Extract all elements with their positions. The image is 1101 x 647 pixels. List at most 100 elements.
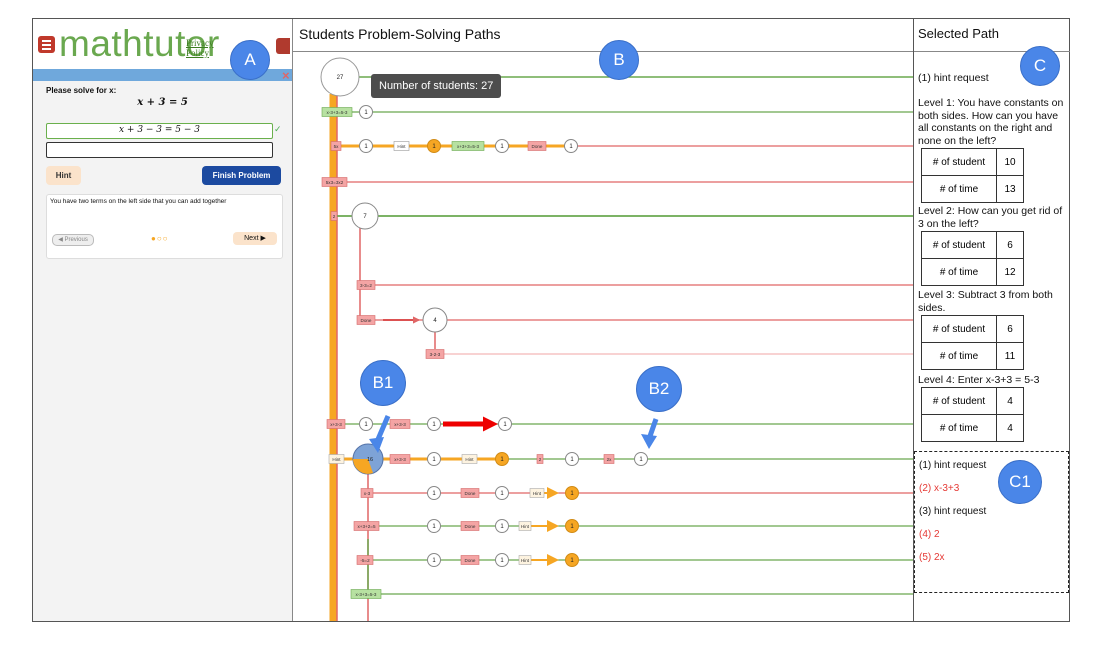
path-node-label: 1 bbox=[364, 110, 368, 116]
student-count-label: # of student bbox=[921, 315, 997, 343]
edge-label-box bbox=[393, 141, 410, 151]
student-count: 6 bbox=[996, 315, 1024, 343]
path-node[interactable]: 1 bbox=[565, 452, 579, 466]
edge-label-text: 5x bbox=[334, 144, 340, 149]
hint-level-4: Level 4: Enter x-3+3 = 5-3 bbox=[918, 374, 1040, 386]
path-node-circle bbox=[565, 553, 579, 567]
edge-label-text: x+3-3 bbox=[394, 457, 406, 462]
solution-step-text: x + 3 − 3 = 5 − 3 bbox=[118, 125, 201, 135]
edge-label[interactable]: x-3+3=5-3 bbox=[321, 107, 353, 117]
header-red-button[interactable] bbox=[276, 38, 290, 54]
edge-label[interactable]: 2 bbox=[330, 211, 338, 221]
hint-level-2: Level 2: How can you get rid of 3 on the… bbox=[918, 205, 1063, 230]
path-node-4[interactable]: 4 bbox=[422, 307, 448, 333]
edge-label[interactable]: x+3-3 bbox=[389, 454, 411, 464]
edge-label[interactable]: x+3+2=5 bbox=[353, 521, 380, 531]
path-node-7[interactable]: 7 bbox=[351, 202, 379, 230]
edge-label-text: x+3-3 bbox=[394, 422, 406, 427]
hint-level-3: Level 3: Subtract 3 from both sides. bbox=[918, 289, 1053, 314]
time-count: 4 bbox=[996, 414, 1024, 442]
edge-label-text: 3-3=2 bbox=[360, 283, 372, 288]
correct-check-icon: ✓ bbox=[274, 124, 282, 134]
path-node[interactable]: 1 bbox=[427, 452, 441, 466]
path-node[interactable]: 1 bbox=[495, 486, 509, 500]
path-node[interactable]: 1 bbox=[427, 553, 441, 567]
edge-label[interactable]: -5=2 bbox=[356, 555, 374, 565]
path-node-circle bbox=[495, 486, 509, 500]
path-step: (1) hint request bbox=[919, 460, 987, 471]
privacy-policy-link[interactable]: Privacy Policy bbox=[186, 38, 214, 58]
path-step: (5) 2x bbox=[919, 552, 945, 563]
path-node[interactable]: 1 bbox=[427, 139, 441, 153]
next-hint-button[interactable]: Next ▶ bbox=[233, 232, 277, 245]
next-step-input[interactable] bbox=[46, 142, 273, 158]
edge-label[interactable]: Done bbox=[460, 555, 480, 565]
edge-label-box bbox=[461, 454, 478, 464]
previous-hint-button[interactable]: ◀ Previous bbox=[52, 234, 94, 246]
edge-label[interactable]: x-3+3=5-3 bbox=[350, 589, 382, 599]
path-node-label: 1 bbox=[570, 457, 574, 463]
path-node[interactable]: 1 bbox=[427, 417, 441, 431]
edge-label-box bbox=[603, 454, 615, 464]
path-node[interactable]: 1 bbox=[565, 519, 579, 533]
edge-label[interactable]: 2x bbox=[603, 454, 615, 464]
edge-label[interactable]: Hint bbox=[518, 555, 532, 565]
edge-label[interactable]: Hint bbox=[461, 454, 478, 464]
edge-label[interactable]: Hint bbox=[518, 521, 532, 531]
edge-label[interactable]: Done bbox=[460, 521, 480, 531]
edge-label[interactable]: Hint bbox=[529, 488, 545, 498]
edge-label-box bbox=[350, 589, 382, 599]
path-node-label: 1 bbox=[432, 491, 436, 497]
path-node[interactable]: 1 bbox=[495, 452, 509, 466]
path-node[interactable]: 1 bbox=[565, 553, 579, 567]
path-node[interactable]: 1 bbox=[564, 139, 578, 153]
edge-label-box bbox=[326, 419, 346, 429]
edge-label-box bbox=[389, 454, 411, 464]
callout-b2: B2 bbox=[636, 366, 682, 412]
edge-label[interactable]: 2 bbox=[536, 454, 544, 464]
edge-label[interactable]: 5x bbox=[330, 141, 342, 151]
path-node[interactable]: 1 bbox=[359, 139, 373, 153]
edge-label[interactable]: Hint bbox=[393, 141, 410, 151]
edge-label-text: Hint bbox=[533, 491, 542, 496]
path-node[interactable]: 1 bbox=[634, 452, 648, 466]
close-icon[interactable]: × bbox=[282, 68, 290, 83]
edge-label[interactable]: 3-2-3 bbox=[425, 349, 445, 359]
edge-label-box bbox=[356, 555, 374, 565]
path-node[interactable]: 1 bbox=[427, 486, 441, 500]
edge-label-text: Done bbox=[465, 558, 476, 563]
edge-label[interactable]: x-3 bbox=[360, 488, 374, 498]
menu-icon[interactable] bbox=[38, 36, 55, 53]
path-node-16[interactable]: 16 bbox=[352, 443, 384, 475]
edge-label[interactable]: Done bbox=[356, 315, 376, 325]
time-count: 12 bbox=[996, 258, 1024, 286]
edge-label-text: Done bbox=[465, 491, 476, 496]
edge-label[interactable]: x+3-3 bbox=[389, 419, 411, 429]
path-node[interactable]: 1 bbox=[359, 417, 373, 431]
path-node[interactable]: 1 bbox=[427, 519, 441, 533]
path-node-label: 1 bbox=[569, 144, 573, 150]
edge-label[interactable]: x+3+3=5-3 bbox=[451, 141, 485, 151]
privacy-link-line2: Policy bbox=[186, 48, 210, 58]
edge-label-text: x+3+2=5 bbox=[357, 524, 375, 529]
edge-label[interactable]: 5x3=3x2 bbox=[321, 177, 348, 187]
root-node-circle bbox=[320, 57, 360, 97]
path-node[interactable]: 1 bbox=[498, 417, 512, 431]
root-node[interactable]: 27 bbox=[320, 57, 360, 97]
path-node[interactable]: 1 bbox=[359, 105, 373, 119]
hint-button[interactable]: Hint bbox=[46, 166, 81, 185]
edge-label[interactable]: Done bbox=[527, 141, 547, 151]
edge-label[interactable]: 3-3=2 bbox=[356, 280, 376, 290]
path-node[interactable]: 1 bbox=[495, 139, 509, 153]
finish-problem-button[interactable]: Finish Problem bbox=[202, 166, 281, 185]
edge-label[interactable]: Hint bbox=[328, 454, 345, 464]
callout-a: A bbox=[230, 40, 270, 80]
path-node[interactable]: 1 bbox=[495, 553, 509, 567]
edge-label[interactable]: x+3-3 bbox=[326, 419, 346, 429]
edge-label-text: Hint bbox=[397, 144, 406, 149]
solution-step-1[interactable]: x + 3 − 3 = 5 − 3 bbox=[46, 123, 273, 139]
path-node[interactable]: 1 bbox=[495, 519, 509, 533]
path-node[interactable]: 1 bbox=[565, 486, 579, 500]
edge-label[interactable]: Done bbox=[460, 488, 480, 498]
